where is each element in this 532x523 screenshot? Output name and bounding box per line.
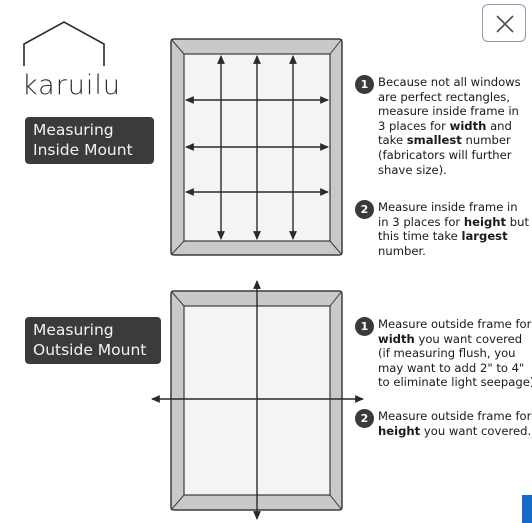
- outside-badge-line-2: Outside Mount: [33, 341, 147, 359]
- line: may want to add 2" to 4": [378, 360, 525, 375]
- step-text: Measure outside frame for width you want…: [378, 317, 532, 390]
- inside-mount-window: [170, 38, 343, 256]
- line: width you want covered: [378, 331, 523, 346]
- line: take smallest number: [378, 133, 511, 148]
- line: are perfect rectangles,: [378, 89, 510, 104]
- line: to eliminate light seepage).: [378, 375, 532, 390]
- line: height you want covered.: [378, 423, 532, 438]
- close-icon: [496, 15, 514, 33]
- inside-badge-line-1: Measuring: [33, 121, 114, 139]
- line: Measure outside frame for: [378, 317, 532, 331]
- step-number-badge: 2: [355, 200, 374, 219]
- outside-mount-badge: Measuring Outside Mount: [25, 317, 161, 364]
- step-number-badge: 1: [355, 75, 374, 94]
- line: in 3 places for height but: [378, 214, 530, 229]
- line: (fabricators will further: [378, 147, 512, 162]
- close-button[interactable]: [482, 4, 526, 42]
- outside-mount-window: [151, 280, 364, 520]
- step-number-badge: 1: [355, 317, 374, 336]
- corner-accent: [522, 495, 532, 523]
- line: Because not all windows: [378, 75, 521, 89]
- line: Measure inside frame in: [378, 200, 518, 214]
- line: number.: [378, 243, 426, 258]
- inside-badge-line-2: Inside Mount: [33, 141, 133, 159]
- line: 3 places for width and: [378, 118, 512, 133]
- step-text: Measure inside frame in in 3 places for …: [378, 200, 529, 258]
- logo-text: karuilu: [22, 70, 122, 101]
- house-roof-icon: [23, 21, 105, 66]
- step-number-badge: 2: [355, 409, 374, 428]
- step-text: Because not all windows are perfect rect…: [378, 75, 521, 177]
- line: (if measuring flush, you: [378, 346, 516, 361]
- outside-badge-line-1: Measuring: [33, 321, 114, 339]
- karuilu-logo: karuilu: [20, 20, 130, 101]
- line: measure inside frame in: [378, 104, 519, 119]
- inside-mount-badge: Measuring Inside Mount: [25, 117, 154, 164]
- line: this time take largest: [378, 229, 508, 244]
- line: shave size).: [378, 162, 447, 177]
- line: Measure outside frame for: [378, 409, 532, 423]
- step-text: Measure outside frame for height you wan…: [378, 409, 531, 438]
